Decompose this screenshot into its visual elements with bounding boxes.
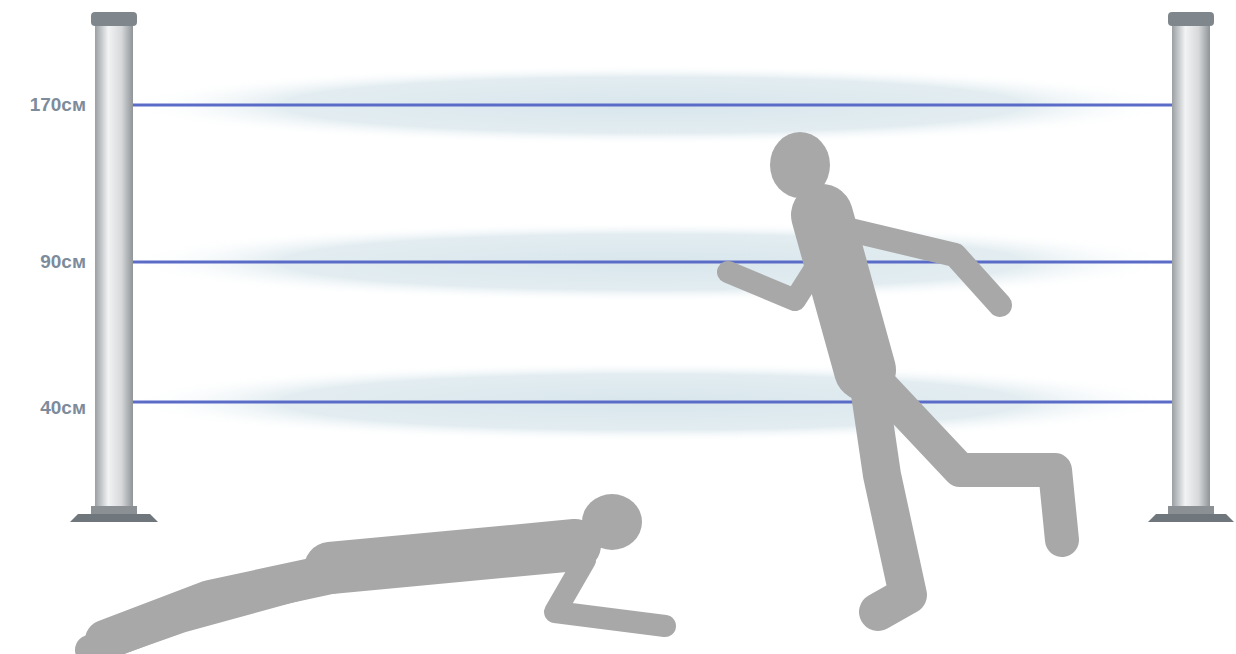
beam-glow — [122, 65, 1182, 442]
height-label: 90см — [40, 251, 86, 273]
running-person — [728, 132, 1062, 612]
detector-column — [1148, 12, 1234, 522]
crawling-person — [90, 494, 665, 650]
height-label: 40см — [40, 397, 86, 419]
height-label: 170см — [30, 94, 86, 116]
infrared-beam — [133, 105, 1172, 402]
